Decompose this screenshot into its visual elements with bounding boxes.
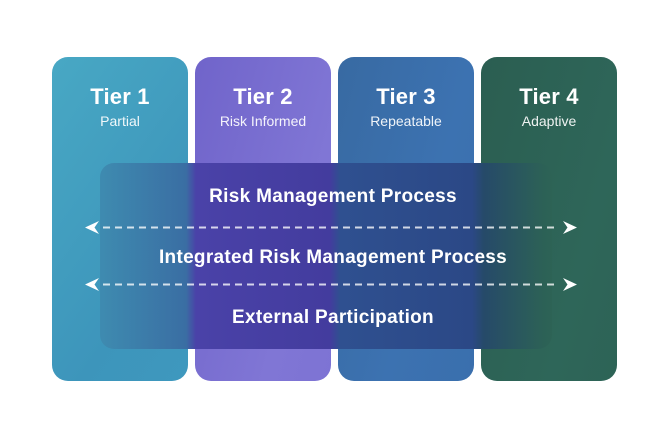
tier-1-title: Tier 1	[90, 84, 150, 109]
arrowhead-left-icon	[85, 221, 99, 234]
double-headed-dashed-arrow-1	[85, 221, 577, 234]
tier-3-subtitle: Repeatable	[370, 113, 442, 129]
arrowhead-right-icon	[563, 278, 577, 291]
arrowhead-right-icon	[563, 221, 577, 234]
tier-3-title: Tier 3	[376, 84, 436, 109]
process-overlay-band: Risk Management Process Integrated Risk …	[100, 163, 552, 349]
band-label-external-participation: External Participation	[232, 307, 434, 328]
double-headed-dashed-arrow-2	[85, 278, 577, 291]
tier-2-subtitle: Risk Informed	[219, 113, 307, 129]
tier-4-title: Tier 4	[519, 84, 579, 109]
arrowhead-left-icon	[85, 278, 99, 291]
tier-2-title: Tier 2	[233, 84, 293, 109]
band-label-risk-management-process: Risk Management Process	[209, 186, 457, 207]
band-label-integrated-risk-management-process: Integrated Risk Management Process	[158, 247, 508, 268]
tier-1-subtitle: Partial	[100, 113, 140, 129]
tier-4-subtitle: Adaptive	[521, 113, 577, 129]
